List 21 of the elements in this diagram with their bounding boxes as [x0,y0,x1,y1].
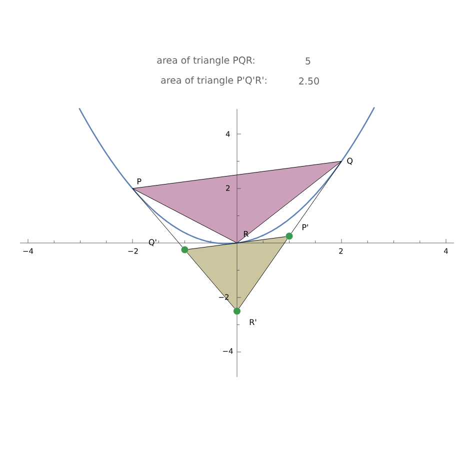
point-label: R [244,230,249,237]
line-segment [132,161,342,189]
line-segment [236,161,342,244]
point-label: R' [250,319,256,326]
area-label: area of triangle P'Q'R': [161,76,266,86]
point-label: Q [347,158,353,165]
line-segment [132,188,183,248]
area-label: area of triangle PQR: [157,56,254,66]
line-segment [132,188,238,244]
point-label: P' [302,224,308,230]
area-label: 5 [306,57,310,65]
point-dot [286,232,293,240]
point-label: P [137,178,142,184]
line-segment [238,238,288,308]
point-label: Q' [148,239,156,246]
line-segment [186,252,235,309]
point-dot [234,308,240,315]
line-segment [188,236,286,250]
line-segment [291,161,342,234]
area-label: 2.50 [299,77,319,85]
point-dot [181,246,188,254]
